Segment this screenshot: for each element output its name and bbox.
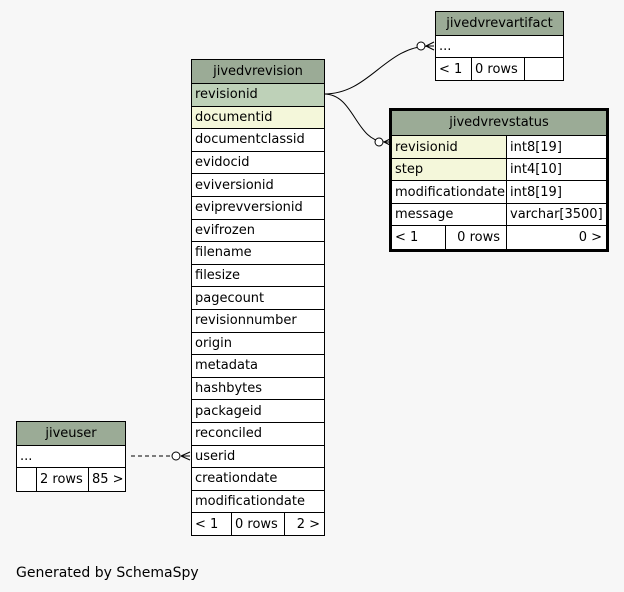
- column-name: filename: [195, 245, 252, 261]
- table-row: evifrozen: [192, 220, 324, 243]
- footer-parents: < 1: [392, 226, 446, 249]
- generated-by-text: Generated by SchemaSpy: [16, 565, 199, 581]
- table-row: userid: [192, 446, 324, 469]
- footer-parents: < 1: [192, 513, 232, 536]
- table-row: step int4[10]: [392, 159, 606, 181]
- table-row: eviprevversionid: [192, 197, 324, 220]
- table-jivedvrevartifact[interactable]: jivedvrevartifact ... < 1 0 rows: [435, 11, 564, 81]
- table-row: filesize: [192, 265, 324, 288]
- table-header: jivedvrevstatus: [392, 111, 606, 136]
- table-row: ...: [17, 446, 125, 468]
- table-row: revisionnumber: [192, 310, 324, 333]
- column-name: metadata: [195, 358, 259, 374]
- footer-parents: < 1: [436, 58, 472, 80]
- column-name: eviversionid: [195, 177, 274, 193]
- footer-rows: 2 rows: [37, 468, 89, 491]
- footer-children: 0 >: [578, 230, 602, 245]
- column-name: evifrozen: [195, 222, 255, 238]
- column-name: filesize: [195, 268, 241, 284]
- column-name: hashbytes: [195, 381, 263, 397]
- table-footer: < 1 0 rows 0 >: [392, 226, 606, 249]
- table-header: jiveuser: [17, 422, 125, 446]
- table-row: packageid: [192, 400, 324, 423]
- edge-revision-artifact-crowfoot: [425, 41, 435, 51]
- column-name: ...: [439, 39, 452, 54]
- edge-revision-artifact: [323, 45, 431, 95]
- column-name: eviprevversionid: [195, 200, 303, 216]
- table-row: pagecount: [192, 287, 324, 310]
- column-type: varchar[3500]: [510, 207, 603, 222]
- table-row: revisionid int8[19]: [392, 136, 606, 159]
- table-row: documentid: [192, 106, 324, 130]
- table-row: evidocid: [192, 152, 324, 175]
- column-name: creationdate: [195, 471, 278, 487]
- column-name: pagecount: [195, 290, 265, 306]
- table-row: message varchar[3500]: [392, 204, 606, 226]
- column-name: modificationdate: [392, 181, 507, 203]
- edge-revision-status-optional-marker: [374, 137, 384, 147]
- table-row: reconciled: [192, 423, 324, 446]
- column-name: revisionnumber: [195, 313, 297, 329]
- footer-rows: 0 rows: [232, 513, 285, 536]
- column-name: documentid: [192, 106, 324, 129]
- column-name: reconciled: [195, 426, 263, 442]
- column-type: int8[19]: [510, 139, 562, 155]
- footer-children: 2 >: [296, 516, 320, 532]
- column-name: revisionid: [392, 136, 507, 158]
- column-name: step: [392, 159, 507, 180]
- column-name: evidocid: [195, 155, 250, 171]
- table-footer: < 1 0 rows: [436, 58, 563, 80]
- table-row: origin: [192, 333, 324, 356]
- edge-user-revision-crowfoot: [180, 451, 191, 461]
- footer-children: 85 >: [92, 472, 124, 487]
- column-name: userid: [195, 448, 236, 464]
- edge-user-revision-optional-marker: [171, 451, 181, 461]
- table-row: revisionid: [192, 84, 324, 107]
- column-name: origin: [195, 335, 233, 351]
- table-row: creationdate: [192, 468, 324, 491]
- table-row: modificationdate: [192, 491, 324, 514]
- table-row: filename: [192, 242, 324, 265]
- table-header: jivedvrevartifact: [436, 12, 563, 36]
- footer-children: [525, 58, 563, 80]
- edge-revision-artifact-optional-marker: [416, 41, 426, 51]
- column-name: ...: [20, 449, 33, 464]
- table-header: jivedvrevision: [192, 60, 324, 84]
- edge-revision-status: [323, 93, 387, 143]
- footer-parents: [17, 468, 37, 491]
- table-row: modificationdate int8[19]: [392, 181, 606, 204]
- column-name: revisionid: [192, 84, 324, 106]
- table-row: hashbytes: [192, 378, 324, 401]
- column-type: int4[10]: [510, 162, 562, 177]
- table-row: documentclassid: [192, 129, 324, 152]
- table-row: eviversionid: [192, 174, 324, 197]
- table-footer: 2 rows 85 >: [17, 468, 125, 491]
- table-row: metadata: [192, 355, 324, 378]
- footer-rows: 0 rows: [446, 226, 507, 249]
- column-name: message: [392, 204, 507, 225]
- column-name: documentclassid: [195, 132, 305, 148]
- table-jiveuser[interactable]: jiveuser ... 2 rows 85 >: [16, 421, 126, 492]
- footer-rows: 0 rows: [472, 58, 525, 80]
- column-type: int8[19]: [510, 184, 562, 200]
- table-jivedvrevstatus[interactable]: jivedvrevstatus revisionid int8[19] step…: [389, 108, 609, 252]
- table-row: ...: [436, 36, 563, 58]
- column-name: modificationdate: [195, 493, 305, 509]
- column-name: packageid: [195, 403, 262, 419]
